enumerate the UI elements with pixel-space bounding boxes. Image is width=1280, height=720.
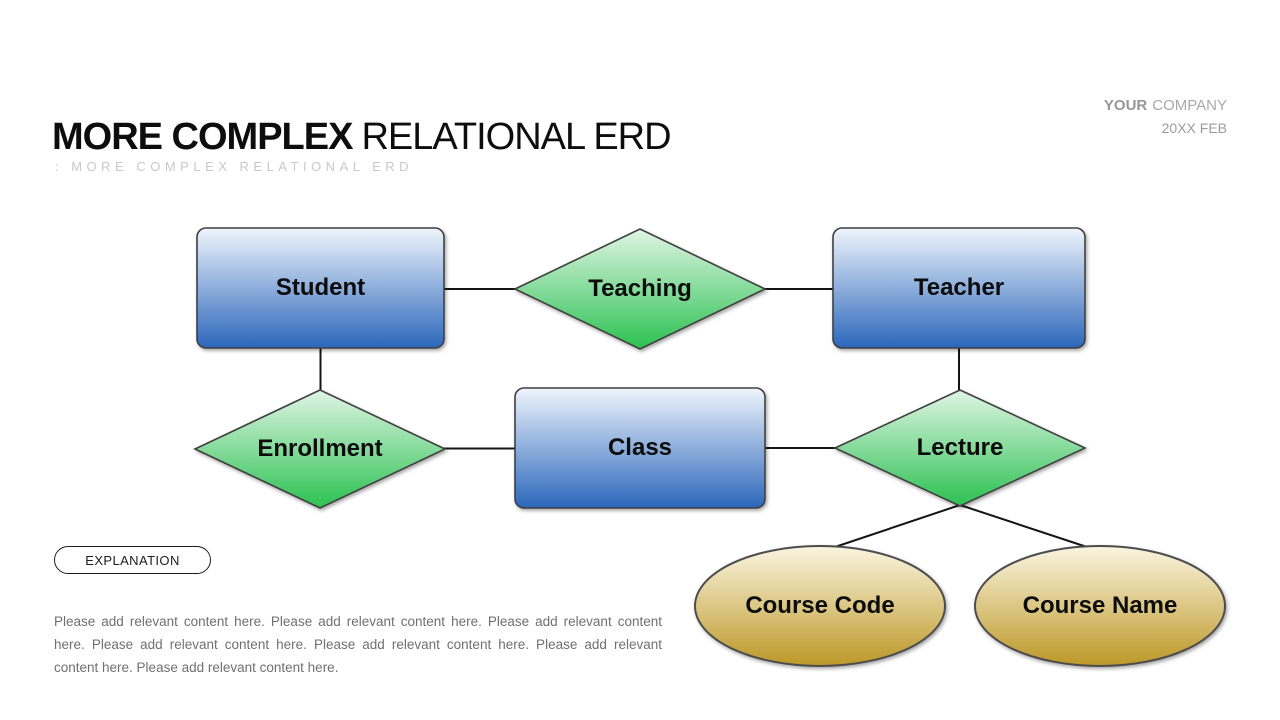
entity-teacher-shape: [832, 227, 1086, 349]
page-title-bold: MORE COMPLEX: [52, 116, 353, 159]
attribute-course-code-shape: [694, 545, 946, 667]
explanation-badge: EXPLANATION: [54, 546, 211, 574]
page-subtitle: : MORE COMPLEX RELATIONAL ERD: [55, 159, 414, 174]
page-title-regular: RELATIONAL ERD: [361, 116, 671, 159]
company-name-regular: COMPANY: [1152, 97, 1227, 114]
company-date: 20XX FEB: [1161, 120, 1227, 136]
relationship-lecture-shape: [833, 389, 1087, 507]
entity-student-shape: [196, 227, 445, 349]
explanation-text: Please add relevant content here. Please…: [54, 613, 662, 676]
connector-lecture-course-name: [959, 504, 1094, 550]
entity-class-shape: [514, 387, 766, 509]
relationship-teaching-shape: [513, 228, 767, 350]
attribute-course-name-shape: [974, 545, 1226, 667]
relationship-enrollment-shape: [193, 389, 447, 509]
connector-lecture-course-code: [828, 504, 961, 550]
company-name-bold: YOUR: [1103, 97, 1148, 114]
